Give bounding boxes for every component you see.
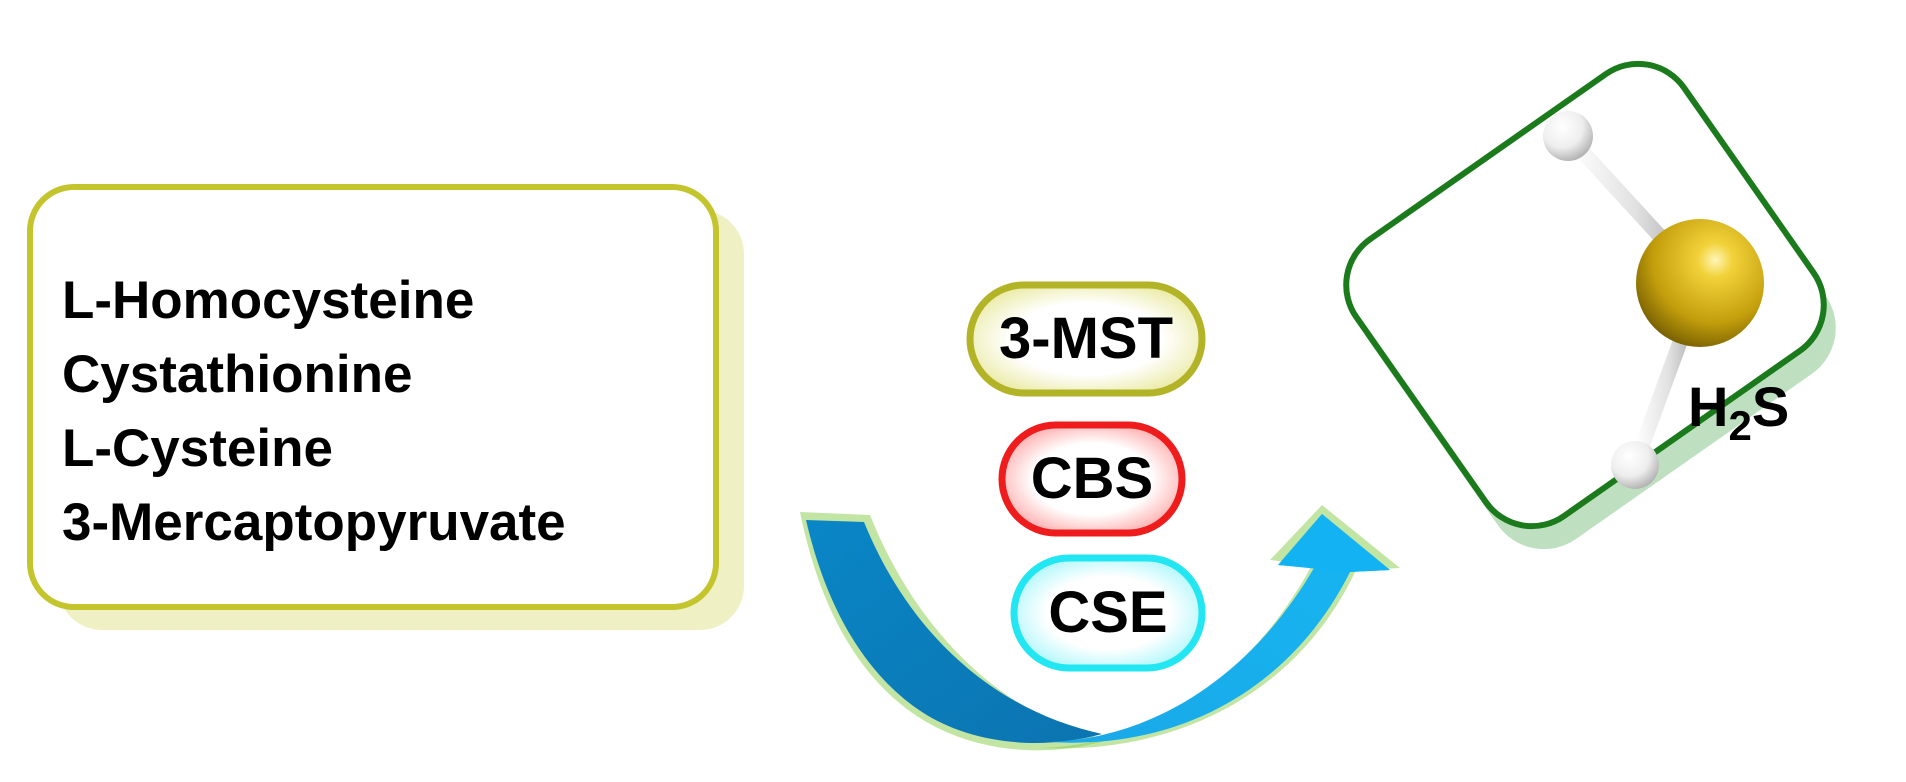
product-box-frame	[1343, 60, 1827, 530]
substrate-cystathionine: Cystathionine	[62, 345, 412, 404]
enzyme-cse-label: CSE	[1048, 580, 1167, 645]
substrate-cysteine: L-Cysteine	[62, 419, 333, 478]
sulfur-atom	[1636, 219, 1764, 347]
conversion-arrow	[800, 505, 1400, 751]
product-box: H2S	[1343, 60, 1836, 550]
arrow-head-icon	[1278, 514, 1390, 572]
enzyme-3mst: 3-MST	[966, 281, 1206, 397]
product-formula-subscript: 2	[1728, 402, 1751, 449]
hydrogen-atom-upper	[1543, 111, 1593, 161]
enzyme-cbs-label: CBS	[1031, 446, 1153, 511]
substrate-box: L-Homocysteine Cystathionine L-Cysteine …	[27, 184, 744, 630]
h2s-molecule-icon	[1543, 111, 1764, 489]
enzyme-cbs: CBS	[998, 421, 1186, 537]
enzyme-cse: CSE	[1010, 554, 1206, 672]
substrate-mercaptopyruvate: 3-Mercaptopyruvate	[62, 493, 566, 552]
enzyme-3mst-pill	[966, 281, 1206, 397]
product-formula: H2S	[1688, 375, 1789, 449]
hydrogen-atom-lower	[1611, 441, 1659, 489]
enzyme-cse-pill	[1010, 554, 1206, 672]
substrate-box-frame	[27, 184, 719, 610]
substrate-homocysteine: L-Homocysteine	[62, 271, 474, 330]
product-formula-s: S	[1752, 375, 1789, 438]
arrow-right-body	[1050, 514, 1390, 743]
arrow-left-body	[806, 520, 1102, 743]
enzyme-3mst-label: 3-MST	[999, 306, 1173, 371]
enzyme-cbs-pill	[998, 421, 1186, 537]
product-formula-h: H	[1688, 375, 1728, 438]
